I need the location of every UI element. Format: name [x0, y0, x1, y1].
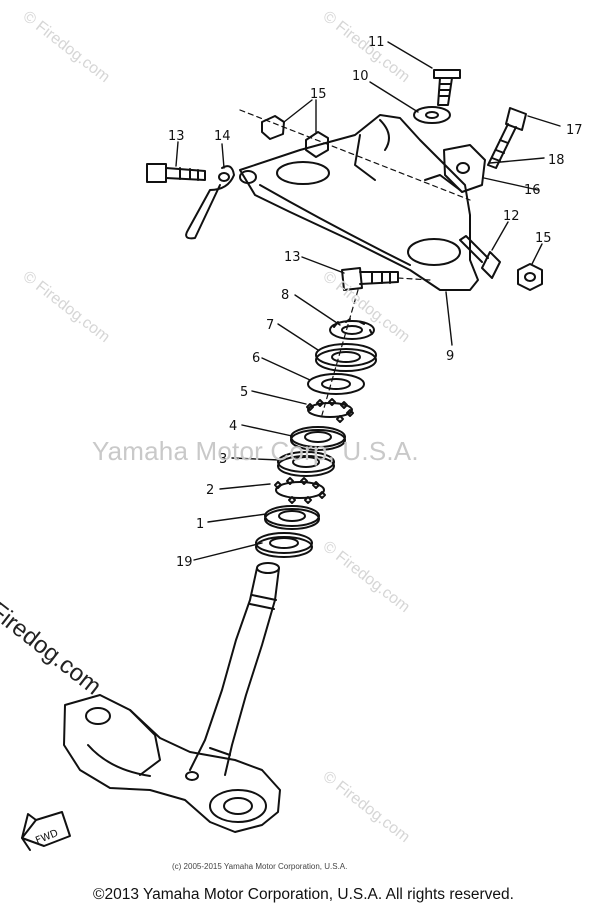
- callout-13-left: 13: [168, 129, 185, 144]
- callout-12: 12: [503, 209, 520, 224]
- callout-19: 19: [176, 555, 193, 570]
- callout-16: 16: [524, 183, 541, 198]
- callout-15-upper: 15: [310, 87, 327, 102]
- callout-2: 2: [206, 483, 214, 498]
- callout-6: 6: [252, 351, 260, 366]
- fwd-arrow: [21, 811, 71, 851]
- clip-14: [185, 165, 235, 240]
- callout-5: 5: [240, 385, 248, 400]
- callout-8: 8: [281, 288, 289, 303]
- callout-10: 10: [352, 69, 369, 84]
- callout-7: 7: [266, 318, 274, 333]
- nuts-15-upper: [261, 115, 329, 158]
- small-copyright: (c) 2005-2015 Yamaha Motor Corporation, …: [172, 862, 348, 871]
- bearing-stack: [255, 318, 377, 558]
- callout-17: 17: [566, 123, 583, 138]
- steering-stem: [63, 562, 281, 833]
- callout-14: 14: [214, 129, 231, 144]
- callout-3: 3: [219, 452, 227, 467]
- callout-4: 4: [229, 419, 237, 434]
- bolt-12: [459, 235, 501, 279]
- callout-18: 18: [548, 153, 565, 168]
- callout-13-right: 13: [284, 250, 301, 265]
- watermark-center: Yamaha Motor Corp, U.S.A.: [92, 436, 419, 466]
- clamp-16: [443, 144, 486, 193]
- callout-9: 9: [446, 349, 454, 364]
- callout-11: 11: [368, 35, 385, 50]
- footer-copyright: ©2013 Yamaha Motor Corporation, U.S.A. A…: [93, 886, 514, 903]
- callout-15-right: 15: [535, 231, 552, 246]
- washer-10: [413, 106, 451, 124]
- bolt-13-left: [146, 163, 206, 183]
- bolt-17: [487, 107, 527, 169]
- nut-15-right: [517, 263, 543, 291]
- upper-bracket: [239, 114, 479, 291]
- bolt-13-right: [341, 267, 399, 291]
- bolt-11: [433, 69, 461, 106]
- callout-1: 1: [196, 517, 204, 532]
- alignment-lines: [239, 109, 471, 416]
- leader-lines: [175, 41, 561, 561]
